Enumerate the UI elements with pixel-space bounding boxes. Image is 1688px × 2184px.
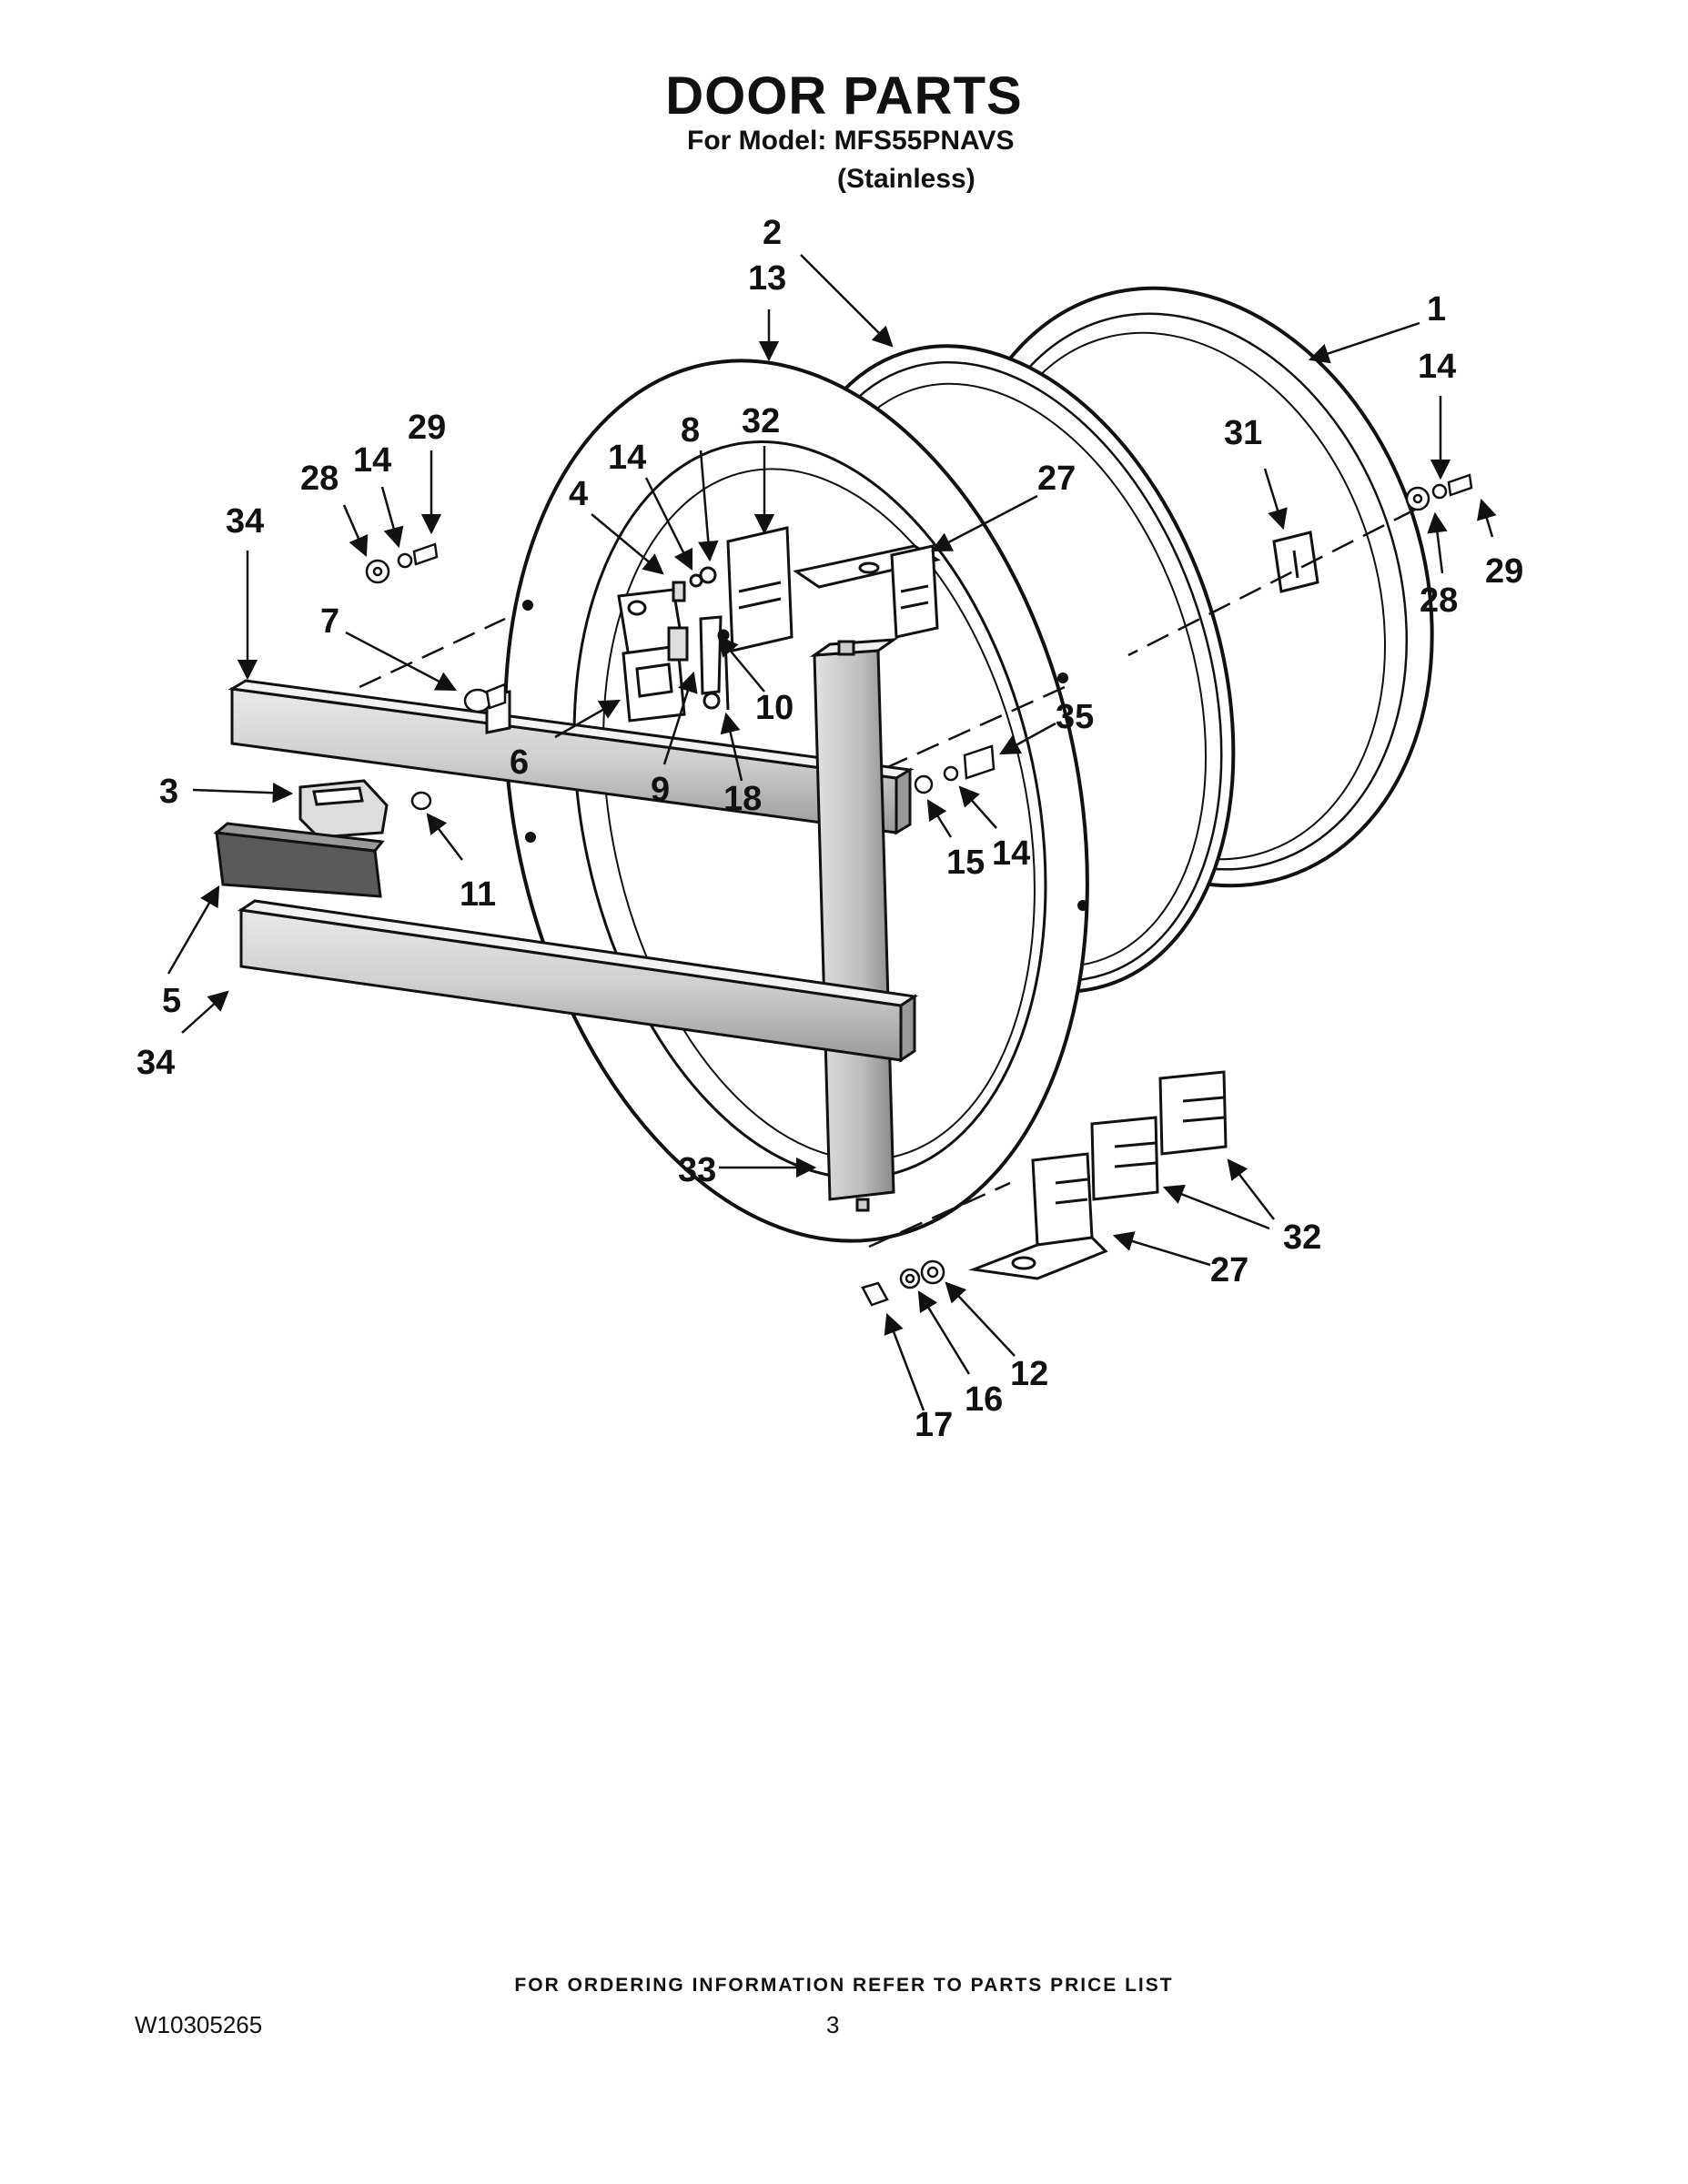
callout-27: 27: [1037, 460, 1076, 498]
alignment-lines: [359, 508, 1416, 1249]
page-title: DOOR PARTS: [665, 66, 1023, 126]
handle-clip: [298, 779, 389, 839]
model-line: For Model: MFS55PNAVS: [687, 126, 1015, 156]
callout-34: 34: [226, 502, 264, 541]
callout-18: 18: [723, 780, 762, 818]
bottom-fasteners: [861, 1259, 945, 1307]
callout-6: 6: [510, 743, 529, 782]
callout-27: 27: [1210, 1251, 1248, 1289]
document-number: W10305265: [135, 2011, 263, 2038]
handle-bar-lower: [237, 899, 919, 1063]
callout-labels: 2 13 1 14 29 28 14 34 14 8 32 31 27 4 29…: [136, 214, 1523, 1444]
callout-28: 28: [1420, 581, 1458, 620]
hinge-bracket-lower: [968, 1152, 1108, 1280]
page-number: 3: [826, 2011, 840, 2038]
callout-4: 4: [569, 475, 588, 513]
callout-17: 17: [915, 1406, 953, 1444]
callout-28: 28: [300, 460, 339, 498]
callout-34: 34: [136, 1044, 175, 1082]
callout-31: 31: [1224, 414, 1262, 452]
callout-9: 9: [651, 771, 670, 809]
callout-13: 13: [748, 259, 786, 298]
callout-12: 12: [1010, 1355, 1048, 1393]
latch-assembly: [617, 566, 730, 723]
callout-29: 29: [1485, 552, 1523, 591]
callout-14: 14: [353, 441, 391, 480]
hinge-shim-top: [726, 526, 793, 652]
callout-3: 3: [159, 773, 178, 811]
variant-line: (Stainless): [837, 164, 975, 194]
callout-15: 15: [946, 844, 985, 882]
callout-14: 14: [992, 834, 1030, 873]
callout-29: 29: [408, 409, 446, 447]
callout-1: 1: [1427, 290, 1446, 329]
callout-33: 33: [678, 1151, 716, 1189]
callout-2: 2: [763, 214, 782, 252]
callout-10: 10: [755, 689, 793, 727]
callout-14: 14: [608, 439, 646, 477]
ordering-note: FOR ORDERING INFORMATION REFER TO PARTS …: [514, 1975, 1174, 1996]
fasteners: [365, 473, 1473, 811]
callout-32: 32: [1283, 1218, 1321, 1257]
handle-grip-cover: [213, 822, 385, 898]
callout-32: 32: [742, 402, 780, 440]
callout-5: 5: [162, 982, 181, 1020]
callout-7: 7: [320, 602, 339, 641]
hinge-bracket-top: [793, 544, 941, 639]
hinge-shims-lower: [1090, 1070, 1228, 1201]
callout-11: 11: [460, 875, 496, 914]
handle-bar-upper: [227, 679, 915, 835]
leader-arrows: [167, 254, 1497, 1411]
callout-35: 35: [1056, 698, 1094, 736]
callout-8: 8: [681, 411, 700, 450]
callout-14: 14: [1418, 348, 1456, 386]
callout-16: 16: [965, 1380, 1003, 1419]
